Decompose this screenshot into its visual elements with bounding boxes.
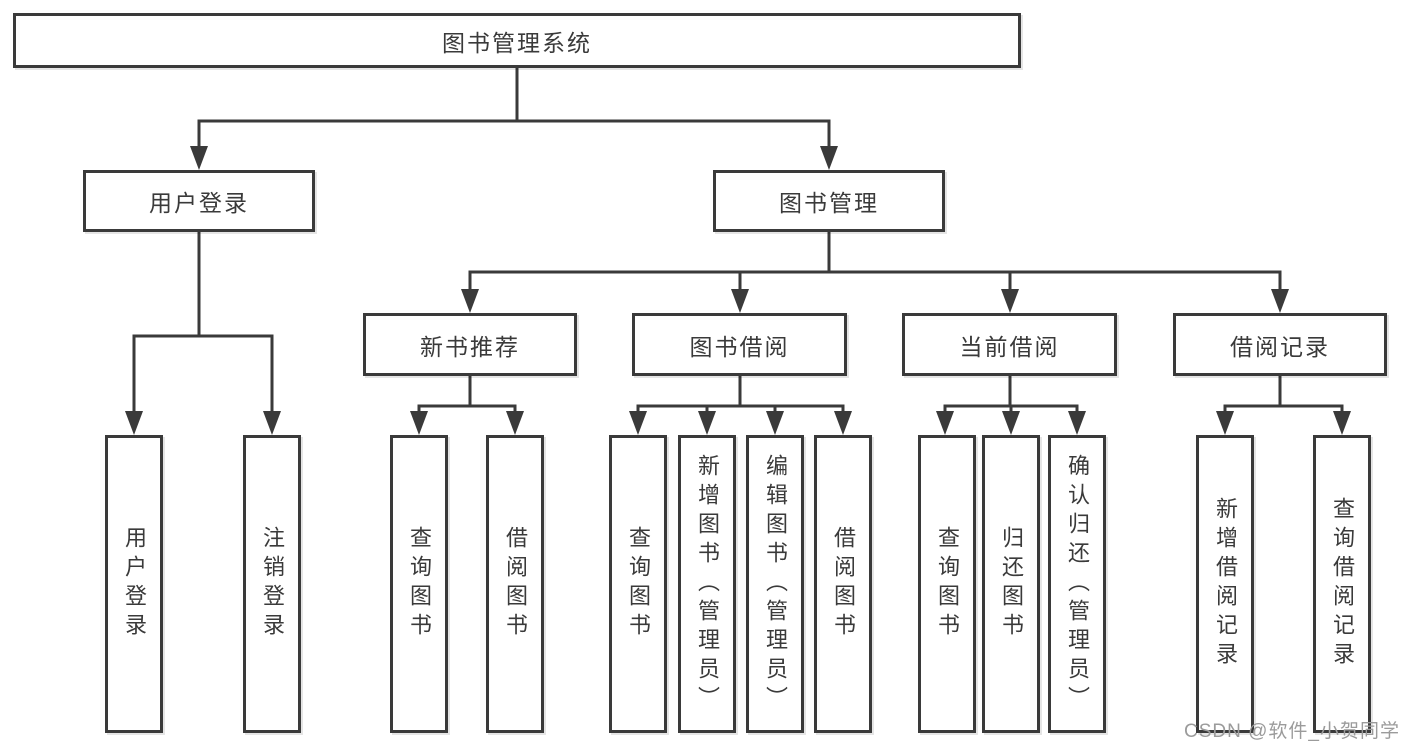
leaf-current-query-books-label: 查询图书 <box>935 526 960 642</box>
node-current-borrowing-label: 当前借阅 <box>959 333 1060 360</box>
node-user-login-label: 用户登录 <box>149 190 249 216</box>
leaf-borrowing-add-books-admin: 新增图书（管理员） <box>678 435 736 733</box>
leaf-current-confirm-return-admin: 确认归还（管理员） <box>1048 435 1106 733</box>
leaf-logout: 注销登录 <box>243 435 301 733</box>
leaf-recommend-borrow-books: 借阅图书 <box>486 435 544 733</box>
leaf-borrowing-query-books: 查询图书 <box>609 435 667 733</box>
node-borrowing-records: 借阅记录 <box>1173 313 1387 376</box>
leaf-records-add-record: 新增借阅记录 <box>1196 435 1254 733</box>
leaf-borrowing-edit-books-admin: 编辑图书（管理员） <box>746 435 804 733</box>
leaf-recommend-query-books-label: 查询图书 <box>407 526 432 642</box>
node-borrowing-records-label: 借阅记录 <box>1230 333 1330 360</box>
leaf-borrowing-add-books-admin-label: 新增图书（管理员） <box>695 453 720 715</box>
leaf-logout-label: 注销登录 <box>260 526 285 642</box>
node-library-system-label: 图书管理系统 <box>442 29 592 56</box>
node-book-management: 图书管理 <box>713 170 945 232</box>
leaf-recommend-borrow-books-label: 借阅图书 <box>503 526 528 642</box>
node-current-borrowing: 当前借阅 <box>902 313 1117 376</box>
csdn-watermark: CSDN @软件_小贺同学 <box>1184 721 1400 742</box>
leaf-borrowing-borrow-books: 借阅图书 <box>814 435 872 733</box>
node-new-book-recommend-label: 新书推荐 <box>420 333 520 360</box>
leaf-borrowing-borrow-books-label: 借阅图书 <box>831 526 856 642</box>
node-new-book-recommend: 新书推荐 <box>363 313 577 376</box>
node-book-borrowing-label: 图书借阅 <box>689 333 790 360</box>
leaf-current-return-books: 归还图书 <box>982 435 1040 733</box>
leaf-borrowing-edit-books-admin-label: 编辑图书（管理员） <box>763 453 788 715</box>
leaf-recommend-query-books: 查询图书 <box>390 435 448 733</box>
leaf-user-login-label: 用户登录 <box>122 526 147 642</box>
leaf-borrowing-query-books-label: 查询图书 <box>626 526 651 642</box>
leaf-records-query-record: 查询借阅记录 <box>1313 435 1371 733</box>
leaf-current-confirm-return-admin-label: 确认归还（管理员） <box>1065 453 1090 715</box>
node-library-system: 图书管理系统 <box>13 13 1021 68</box>
node-book-borrowing: 图书借阅 <box>632 313 847 376</box>
leaf-current-return-books-label: 归还图书 <box>999 526 1024 642</box>
leaf-records-query-record-label: 查询借阅记录 <box>1330 497 1355 671</box>
node-book-management-label: 图书管理 <box>779 190 879 216</box>
leaf-records-add-record-label: 新增借阅记录 <box>1213 497 1238 671</box>
leaf-current-query-books: 查询图书 <box>918 435 976 733</box>
node-user-login: 用户登录 <box>83 170 315 232</box>
leaf-user-login: 用户登录 <box>105 435 163 733</box>
